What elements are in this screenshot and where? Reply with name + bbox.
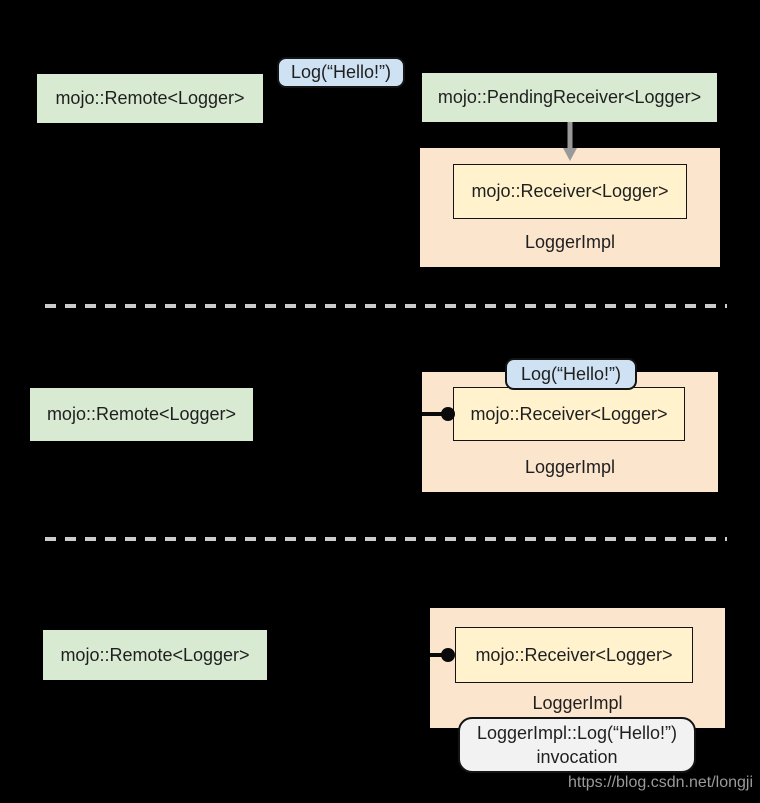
divider-dashed-line <box>45 304 727 308</box>
watermark: https://blog.csdn.net/longji <box>567 774 753 791</box>
logger-impl-box: mojo::Receiver<Logger> LoggerImpl <box>430 608 725 728</box>
pipe-endpoint-dot <box>441 648 455 662</box>
pipe-connector-line <box>430 653 450 657</box>
pipe-endpoint-dot <box>441 407 455 421</box>
logger-impl-label: LoggerImpl <box>524 457 616 477</box>
transfer-arrow-icon <box>563 122 577 161</box>
receiver-box: mojo::Receiver<Logger> <box>453 387 685 441</box>
remote-label: mojo::Remote<Logger> <box>46 404 237 424</box>
pending-receiver-label: mojo::PendingReceiver<Logger> <box>437 87 702 107</box>
receiver-box: mojo::Receiver<Logger> <box>453 164 687 219</box>
remote-label: mojo::Remote<Logger> <box>60 644 250 665</box>
log-message-label: Log(“Hello!”) <box>520 363 622 384</box>
log-message-bubble: Log(“Hello!”) <box>505 358 637 390</box>
receiver-label: mojo::Receiver<Logger> <box>471 181 669 201</box>
receiver-label: mojo::Receiver<Logger> <box>470 403 668 424</box>
receiver-label: mojo::Receiver<Logger> <box>475 644 673 665</box>
invocation-line2: invocation <box>536 747 618 767</box>
receiver-box: mojo::Receiver<Logger> <box>455 627 693 683</box>
pending-receiver-box: mojo::PendingReceiver<Logger> <box>422 73 717 122</box>
invocation-bubble: LoggerImpl::Log(“Hello!”) invocation <box>458 717 696 773</box>
divider-dashed-line <box>45 537 727 541</box>
logger-impl-label: LoggerImpl <box>524 232 616 252</box>
logger-impl-label: LoggerImpl <box>532 693 623 713</box>
log-message-label: Log(“Hello!”) <box>290 62 392 82</box>
remote-box: mojo::Remote<Logger> <box>30 388 253 441</box>
remote-label: mojo::Remote<Logger> <box>55 88 245 108</box>
logger-impl-box: mojo::Receiver<Logger> LoggerImpl <box>420 148 720 267</box>
remote-box: mojo::Remote<Logger> <box>37 74 263 123</box>
logger-impl-box: mojo::Receiver<Logger> LoggerImpl <box>422 372 718 492</box>
remote-box: mojo::Remote<Logger> <box>43 630 267 680</box>
pipe-connector-line <box>422 412 450 416</box>
invocation-line1: LoggerImpl::Log(“Hello!”) <box>476 723 678 743</box>
log-message-bubble: Log(“Hello!”) <box>277 57 405 88</box>
